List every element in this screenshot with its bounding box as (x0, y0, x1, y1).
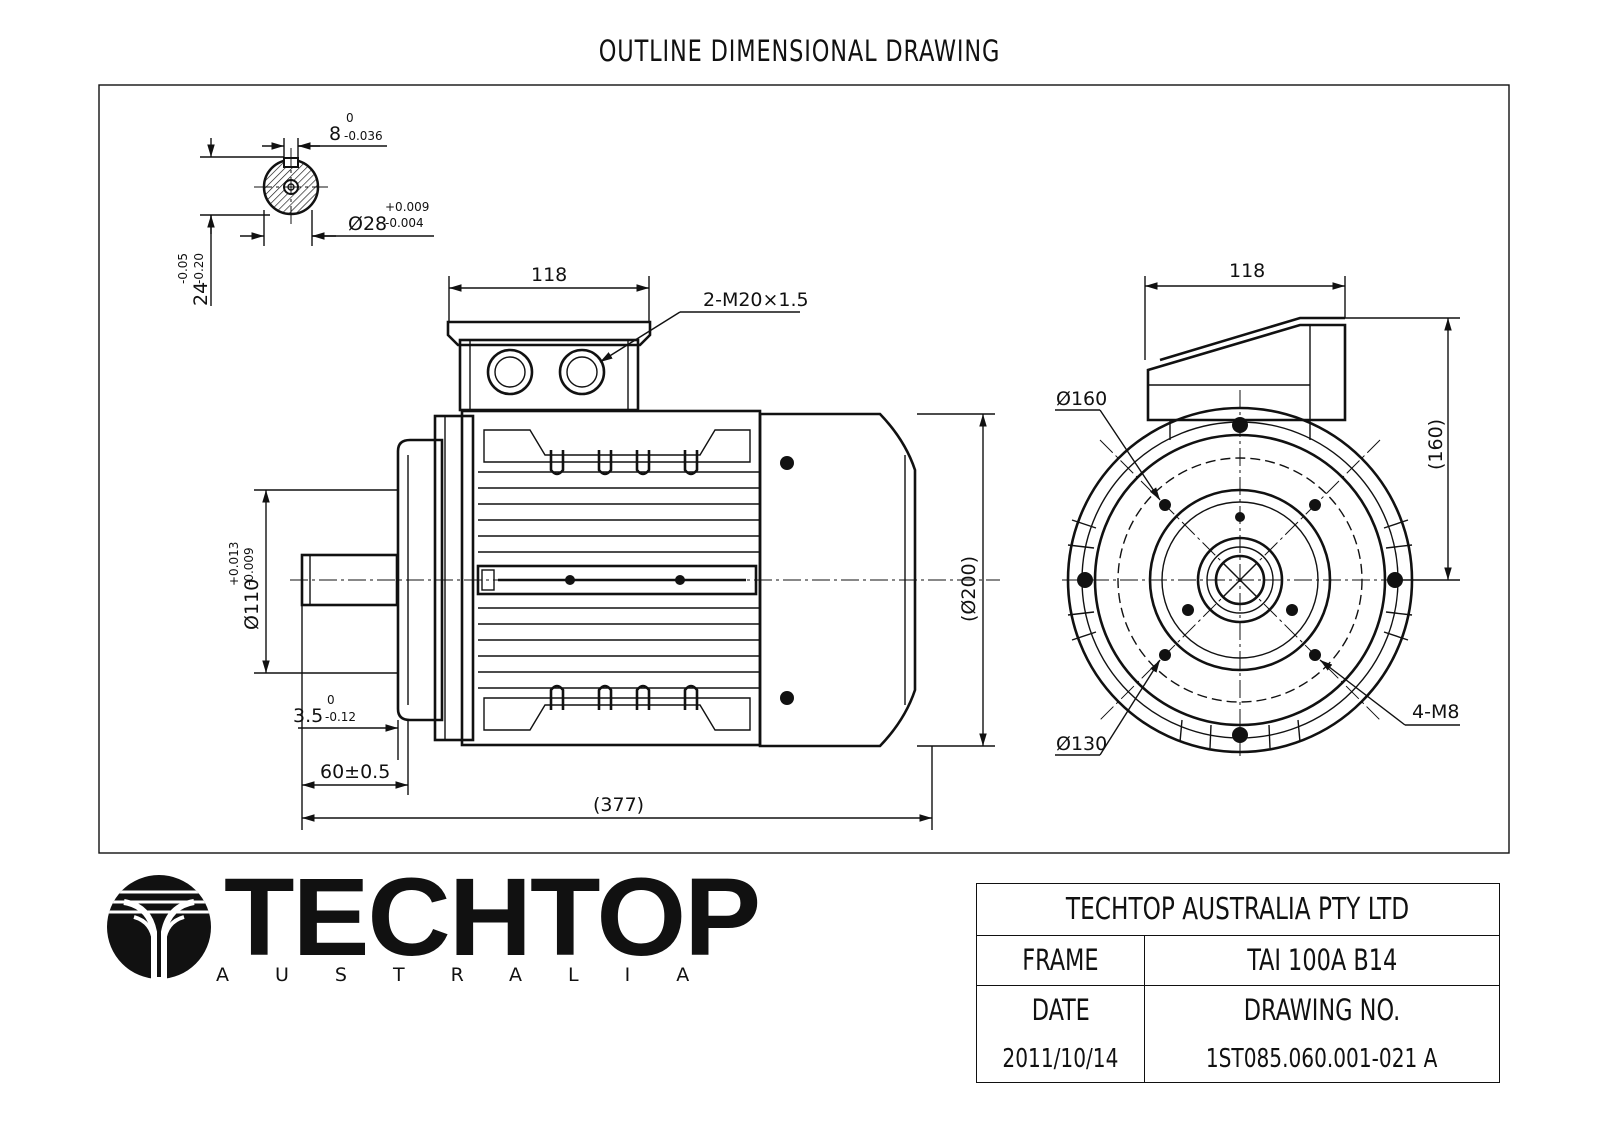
date-label: DATE (1031, 993, 1090, 1027)
title-block-company-row: TECHTOP AUSTRALIA PTY LTD (977, 884, 1499, 936)
drawing-no-label: DRAWING NO. (1243, 993, 1401, 1027)
shaft-diameter-tol-lower: -0.004 (385, 216, 424, 230)
key-width-dim: 8 (329, 123, 341, 145)
techtop-logo: TECHTOP AUSTRALIA (104, 856, 761, 988)
frame-value: TAI 100A B14 (1246, 943, 1398, 977)
frame-label: FRAME (1022, 943, 1099, 977)
shaft-length-dim: 60±0.5 (320, 761, 390, 783)
title-block-values-row: 2011/10/14 1ST085.060.001-021 A (977, 1035, 1499, 1082)
pcd-outer-dim: Ø160 (1056, 388, 1107, 410)
body-diameter-dim: (Ø200) (958, 556, 980, 622)
key-width-tol-lower: -0.036 (344, 129, 383, 143)
date-value: 2011/10/14 (1002, 1043, 1119, 1074)
overall-length-dim: (377) (593, 794, 644, 816)
pcd-inner-dim: Ø130 (1056, 733, 1107, 755)
cable-gland-dim: 2-M20×1.5 (703, 289, 809, 311)
title-block: TECHTOP AUSTRALIA PTY LTD FRAME TAI 100A… (976, 883, 1500, 1083)
shaft-section-view (200, 138, 434, 306)
drawing-no-value: 1ST085.060.001-021 A (1206, 1043, 1438, 1074)
logo-subtitle: AUSTRALIA (216, 964, 736, 986)
end-terminal-box-width-dim: 118 (1229, 260, 1265, 282)
company-name: TECHTOP AUSTRALIA PTY LTD (1066, 892, 1410, 927)
logo-wordmark: TECHTOP (224, 856, 761, 979)
spigot-diameter-dim: Ø110 (241, 579, 263, 630)
spigot-tol-lower: -0.009 (242, 547, 256, 586)
drawing-border (98, 84, 1510, 854)
flange-holes-dim: 4-M8 (1412, 701, 1459, 723)
key-height-tol-upper: -0.05 (176, 253, 190, 284)
motor-end-view (1055, 276, 1460, 760)
centre-height-dim: (160) (1425, 419, 1447, 470)
techtop-emblem-icon (107, 875, 211, 982)
key-height-tol-lower: -0.20 (192, 253, 206, 284)
spigot-depth-tol-upper: 0 (327, 693, 335, 707)
side-terminal-box-width-dim: 118 (531, 264, 567, 286)
motor-side-view (254, 276, 1000, 830)
key-height-dim: 24 (190, 282, 212, 306)
title-block-labels-row: DATE DRAWING NO. (977, 985, 1499, 1035)
spigot-tol-upper: +0.013 (227, 542, 241, 586)
drawing-title: OUTLINE DIMENSIONAL DRAWING (598, 34, 1001, 68)
spigot-depth-tol-lower: -0.12 (325, 710, 356, 724)
spigot-depth-dim: 3.5 (293, 705, 323, 727)
key-width-tol-upper: 0 (346, 111, 354, 125)
title-block-frame-row: FRAME TAI 100A B14 (977, 935, 1499, 986)
shaft-diameter-dim: Ø28 (348, 213, 387, 235)
shaft-diameter-tol-upper: +0.009 (385, 200, 429, 214)
